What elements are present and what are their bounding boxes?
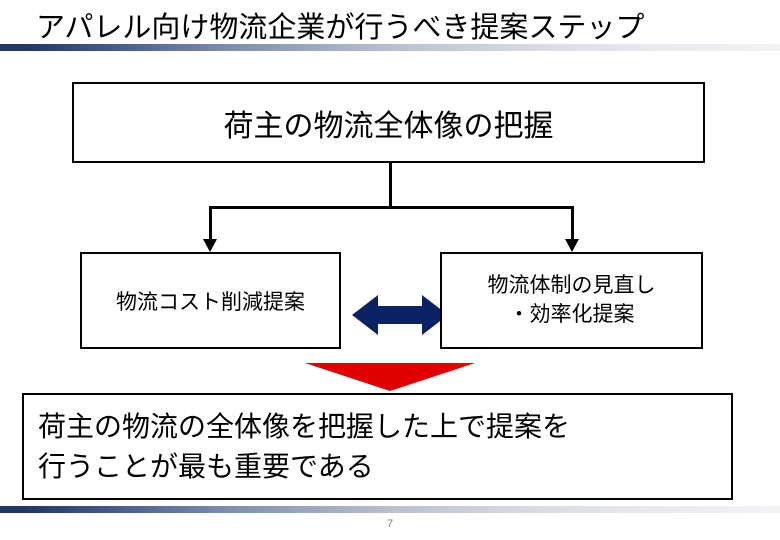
page-number: 7 — [386, 518, 394, 530]
connector-horizontal-bar — [209, 206, 574, 209]
diagram-box-top-label: 荷主の物流全体像の把握 — [223, 109, 554, 143]
connector-trunk-vertical — [389, 163, 392, 209]
footer-divider-gradient-bar — [0, 506, 780, 513]
diagram-box-right-line2: ・効率化提案 — [508, 302, 635, 326]
conclusion-line1: 荷主の物流の全体像を把握した上で提案を — [38, 411, 571, 443]
diagram-box-right: 物流体制の見直し ・効率化提案 — [440, 252, 703, 349]
diagram-box-right-line1: 物流体制の見直し — [487, 274, 656, 298]
arrow-down-icon-right — [565, 239, 579, 252]
conclusion-text: 荷主の物流の全体像を把握した上で提案を 行うことが最も重要である — [38, 407, 570, 485]
diagram-box-top: 荷主の物流全体像の把握 — [72, 82, 705, 163]
title-divider-gradient-bar — [0, 44, 780, 51]
diagram-box-right-text: 物流体制の見直し ・効率化提案 — [488, 272, 656, 329]
conclusion-line2: 行うことが最も重要である — [38, 450, 374, 482]
connector-stem-right — [571, 206, 574, 240]
page-title: アパレル向け物流企業が行うべき提案ステップ — [36, 12, 645, 44]
red-down-chevron-icon — [305, 363, 475, 391]
connector-stem-left — [209, 206, 212, 240]
double-headed-arrow-icon — [352, 295, 448, 335]
diagram-box-left: 物流コスト削減提案 — [80, 252, 341, 349]
diagram-box-conclusion: 荷主の物流の全体像を把握した上で提案を 行うことが最も重要である — [22, 393, 733, 500]
arrow-down-icon-left — [203, 239, 217, 252]
diagram-box-left-label: 物流コスト削減提案 — [116, 290, 305, 314]
